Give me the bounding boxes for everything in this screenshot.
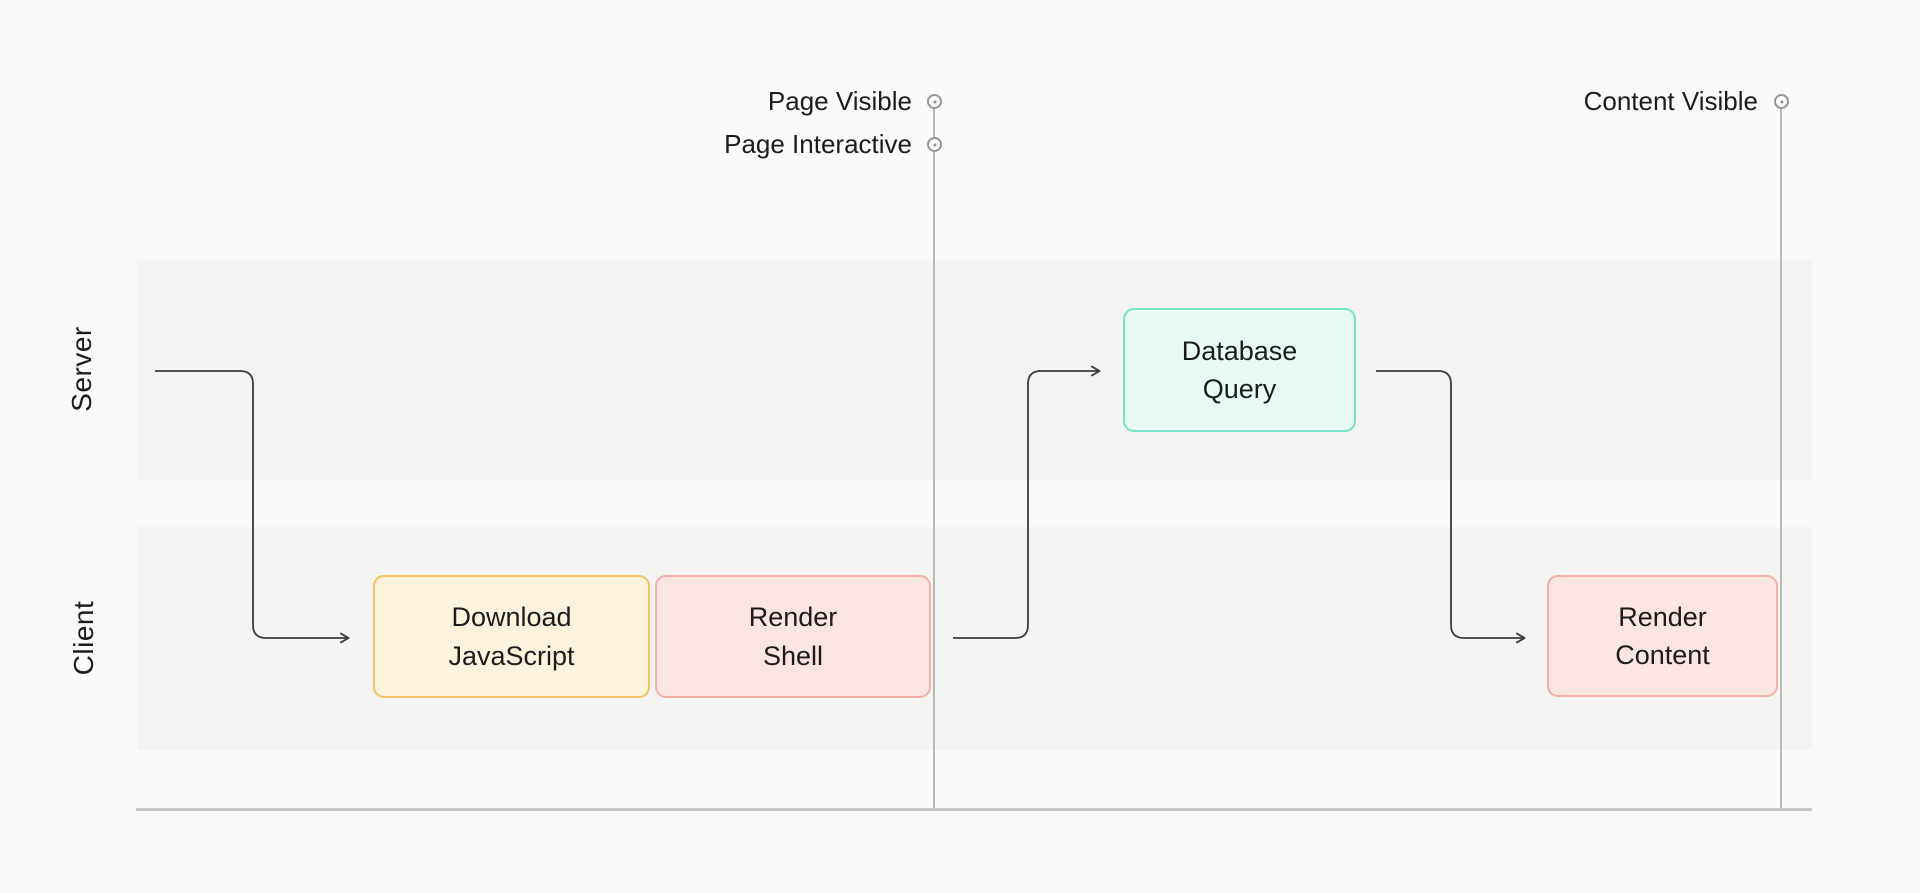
- content-visible-marker-icon: [1774, 94, 1789, 109]
- node-label: Render Content: [1615, 601, 1710, 670]
- node-render-shell: Render Shell: [655, 575, 931, 698]
- timeline-axis: [136, 808, 1812, 811]
- node-render-content: Render Content: [1547, 575, 1778, 697]
- lane-label-server: Server: [66, 326, 97, 412]
- milestone-label-page-visible: Page Visible: [767, 86, 912, 116]
- page-interactive-marker-icon: [927, 137, 942, 152]
- node-label: Download JavaScript: [448, 602, 575, 671]
- node-label: Database Query: [1181, 335, 1298, 404]
- milestone-label-page-interactive: Page Interactive: [724, 129, 912, 159]
- node-database-query: Database Query: [1123, 308, 1356, 432]
- page-visible-marker-icon: [927, 94, 942, 109]
- node-label: Render Shell: [748, 602, 838, 671]
- node-download-javascript: Download JavaScript: [373, 575, 650, 698]
- lane-server: [137, 259, 1812, 480]
- milestone-line-content-visible: [1780, 104, 1782, 811]
- milestone-label-content-visible: Content Visible: [1583, 86, 1758, 116]
- milestone-line-page-visible: [933, 104, 935, 810]
- lane-label-client: Client: [68, 600, 99, 676]
